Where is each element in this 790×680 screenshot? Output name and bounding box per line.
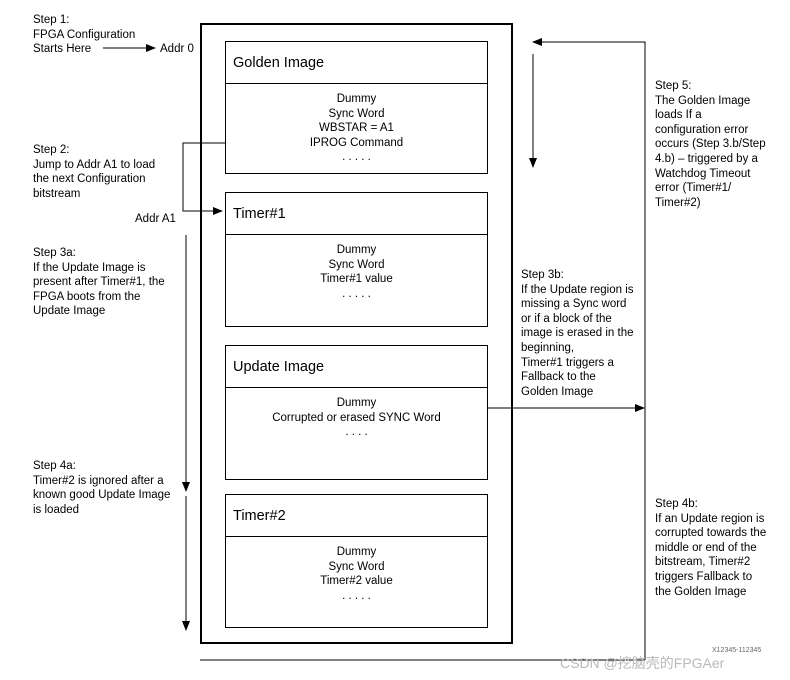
- text-line: Timer#1 value: [320, 273, 393, 286]
- text-line: 4.b) – triggered by a: [655, 152, 758, 165]
- text-line: Step 4a:: [33, 460, 76, 472]
- text-line: WBSTAR = A1: [319, 122, 394, 135]
- text-line: corrupted towards the: [655, 527, 767, 540]
- timer1-title: Timer#1: [226, 193, 487, 235]
- text-line: Step 4b:: [655, 498, 698, 510]
- text-line: Dummy: [336, 397, 377, 409]
- text-line: Timer#2 is ignored after a: [33, 474, 164, 487]
- text-line: present after Timer#1, the: [33, 276, 165, 289]
- text-line: image is erased in the: [521, 327, 634, 340]
- text-line: FPGA boots from the: [33, 290, 141, 303]
- text-line: Dummy: [336, 93, 377, 105]
- text-line: Step 2:: [33, 144, 70, 156]
- text-line: the next Configuration: [33, 173, 146, 186]
- text-line: . . . . .: [342, 589, 371, 602]
- text-line: Timer#2 value: [320, 575, 393, 588]
- text-line: Step 3b:: [521, 269, 564, 281]
- text-line: Timer#2): [655, 196, 701, 209]
- golden-image-title: Golden Image: [226, 42, 487, 84]
- text-line: loads If a: [655, 109, 702, 122]
- addr0-label: Addr 0: [160, 43, 194, 55]
- fallback-loop: [532, 38, 646, 660]
- text-line: middle or end of the: [655, 541, 757, 554]
- text-line: Golden Image: [521, 385, 594, 398]
- csdn-watermark: CSDN @挖脑壳的FPGAer: [560, 655, 725, 671]
- text-line: or if a block of the: [521, 312, 612, 325]
- text-line: Jump to Addr A1 to load: [33, 158, 156, 171]
- step3a-text: Step 3a: If the Update Image is present af…: [33, 246, 165, 319]
- text-line: IPROG Command: [309, 136, 404, 149]
- step3b-text: Step 3b: If the Update region is missing a…: [521, 268, 634, 399]
- text-line: . . . .: [345, 426, 368, 439]
- text-line: bitstream, Timer#2: [655, 556, 751, 569]
- text-line: the Golden Image: [655, 585, 747, 598]
- text-line: triggers Fallback to: [655, 570, 753, 583]
- jump-connector: [182, 142, 225, 215]
- text-line: The Golden Image: [655, 94, 751, 107]
- flash-memory-container: [200, 23, 513, 644]
- text-line: Fallback to the: [521, 371, 596, 384]
- text-line: known good Update Image: [33, 489, 171, 502]
- figure-id: X12345-112345: [712, 647, 762, 654]
- text-line: configuration error: [655, 123, 749, 136]
- text-line: If an Update region is: [655, 512, 765, 525]
- step2-text: Step 2: Jump to Addr A1 to load the next C…: [33, 143, 155, 201]
- text-line: Sync Word: [328, 107, 385, 120]
- text-line: Step 5:: [655, 80, 692, 92]
- text-line: Timer#1 triggers a: [521, 356, 614, 369]
- step4b-text: Step 4b: If an Update region is corrupted …: [655, 497, 766, 599]
- text-line: Sync Word: [328, 258, 385, 271]
- text-line: Watchdog Timeout: [655, 167, 751, 180]
- text-line: Step 3a:: [33, 247, 76, 259]
- text-line: . . . . .: [342, 151, 371, 164]
- text-line: is loaded: [33, 503, 80, 516]
- text-line: Update Image: [33, 305, 106, 318]
- addrA1-label: Addr A1: [135, 213, 176, 225]
- text-line: Dummy: [336, 546, 377, 558]
- text-line: If the Update Image is: [33, 261, 146, 274]
- text-line: FPGA Configuration: [33, 28, 136, 41]
- text-line: occurs (Step 3.b/Step: [655, 138, 766, 151]
- text-line: beginning,: [521, 341, 575, 354]
- text-line: If the Update region is: [521, 283, 634, 296]
- text-line: Dummy: [336, 244, 377, 256]
- text-line: error (Timer#1/: [655, 182, 732, 195]
- text-line: Step 1:: [33, 14, 70, 26]
- text-line: Starts Here: [33, 43, 92, 56]
- timer2-title: Timer#2: [226, 495, 487, 537]
- text-line: missing a Sync word: [521, 298, 627, 311]
- text-line: Sync Word: [328, 560, 385, 573]
- text-line: Corrupted or erased SYNC Word: [272, 411, 441, 424]
- update-image-title: Update Image: [226, 346, 487, 388]
- step4a-text: Step 4a: Timer#2 is ignored after a known …: [33, 459, 170, 517]
- text-line: . . . . .: [342, 287, 371, 300]
- text-line: bitstream: [33, 187, 81, 200]
